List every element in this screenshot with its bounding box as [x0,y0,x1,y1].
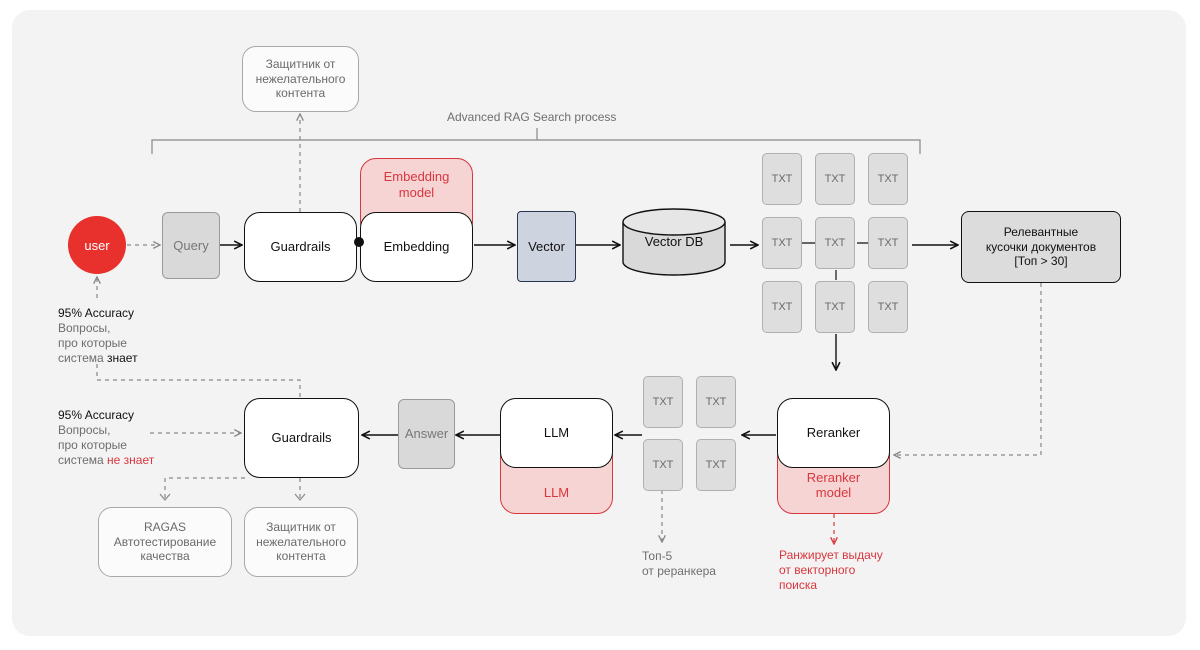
guardrails-top-box: Guardrails [244,212,357,282]
relevant-chunks-box: Релевантные кусочки документов [Топ > 30… [961,211,1121,283]
txt-chunk: TXT [762,281,802,333]
vector-db-cylinder [622,208,726,276]
user-node: user [68,216,126,274]
txt-chunk: TXT [815,153,855,205]
unknown-accuracy: 95% Accuracy [58,408,135,422]
rerank-note: Ранжирует выдачу от векторного поиска [779,548,883,592]
protector-box-bottom: Защитник от нежелательного контента [244,507,358,577]
query-box: Query [162,212,220,279]
known-accuracy: 95% Accuracy [58,306,135,320]
txt-chunk: TXT [868,217,908,269]
arrow-guardrails-outputs [164,477,301,500]
top5-txt-chunk: TXT [643,439,683,491]
junction-dot [354,237,364,247]
embedding-box: Embedding [360,212,473,282]
unknown-emphasis: не знает [107,453,155,467]
top5-note: Топ-5 от реранкера [642,549,716,578]
top5-txt-chunk: TXT [643,376,683,428]
vector-box: Vector [517,211,576,282]
top5-txt-chunk: TXT [696,376,736,428]
guardrails-output-heads [159,493,306,501]
arrow-relevant-reranker [894,283,1042,455]
process-bracket [151,128,921,154]
llm-box: LLM [500,398,613,468]
reranker-box: Reranker [777,398,890,468]
answer-box: Answer [398,399,455,469]
txt-chunk: TXT [815,281,855,333]
unknown-text: Вопросы, про которые система [58,423,127,467]
vector-db-label: Vector DB [644,234,704,249]
txt-chunk: TXT [815,217,855,269]
txt-chunk: TXT [868,153,908,205]
txt-chunk: TXT [762,217,802,269]
arrow-guardrails-known [96,364,301,397]
protector-box-top: Защитник от нежелательного контента [242,46,359,112]
txt-chunk: TXT [762,153,802,205]
guardrails-bottom-box: Guardrails [244,398,359,478]
process-title: Advanced RAG Search process [447,110,617,124]
ragas-box: RAGAS Автотестирование качества [98,507,232,577]
known-questions-label: 95% Accuracy Вопросы, про которые систем… [58,306,138,366]
known-text: Вопросы, про которые система [58,321,127,365]
txt-grid-links [802,242,868,280]
txt-chunk: TXT [868,281,908,333]
known-emphasis: знает [107,351,138,365]
top5-txt-chunk: TXT [696,439,736,491]
unknown-questions-label: 95% Accuracy Вопросы, про которые систем… [58,408,154,468]
